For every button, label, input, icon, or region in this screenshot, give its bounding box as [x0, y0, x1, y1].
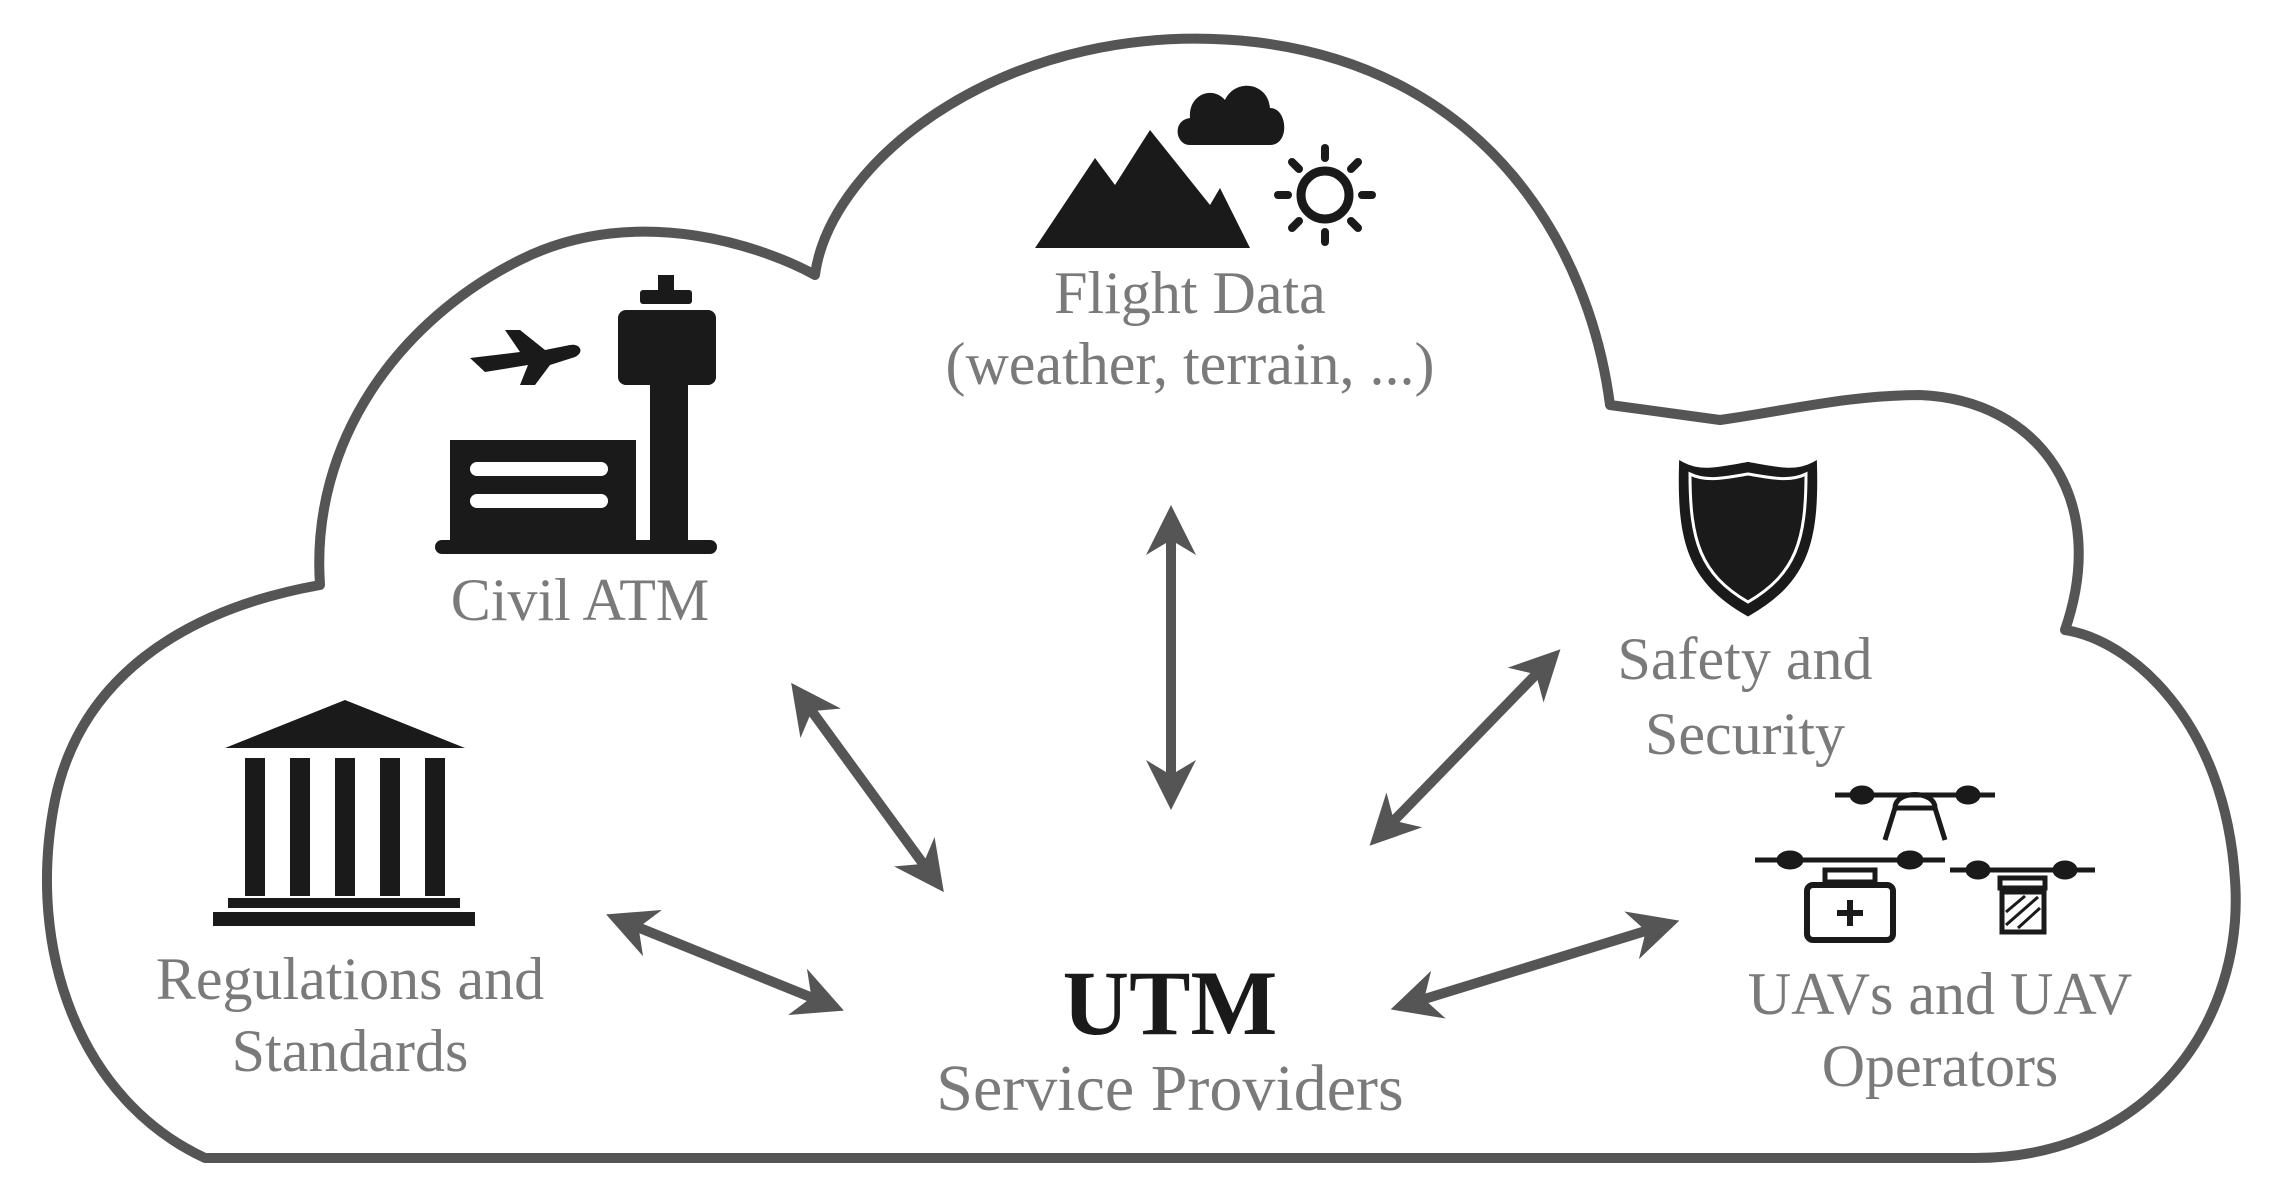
arrow-uavs — [1390, 911, 1680, 1019]
uavs-label: UAVs and UAV Operators — [1690, 958, 2190, 1102]
civil-atm-line1: Civil ATM — [450, 567, 710, 633]
drones-icon — [1755, 785, 2095, 943]
arrows — [606, 505, 1680, 1019]
arrow-civil-atm — [791, 682, 944, 893]
civil-atm-label: Civil ATM — [380, 565, 780, 636]
utm-subtitle: Service Providers — [936, 1052, 1404, 1125]
shield-icon — [1678, 459, 1818, 617]
flight-data-label: Flight Data (weather, terrain, ...) — [880, 258, 1500, 400]
regulations-label: Regulations and Standards — [100, 943, 600, 1087]
uavs-line2: Operators — [1821, 1033, 2059, 1099]
cloud-outline — [41, 33, 2241, 1163]
utm-title: UTM — [1062, 952, 1278, 1054]
flight-data-line2: (weather, terrain, ...) — [945, 330, 1435, 397]
safety-line2: Security — [1645, 701, 1845, 767]
regulations-line2: Standards — [231, 1018, 469, 1084]
flight-data-line1: Flight Data — [1054, 260, 1326, 326]
regulations-line1: Regulations and — [155, 946, 545, 1012]
mountain-cloud-sun-icon — [1035, 85, 1376, 248]
safety-line1: Safety and — [1617, 626, 1873, 692]
government-building-icon — [213, 700, 475, 926]
safety-label: Safety and Security — [1560, 622, 1930, 772]
uavs-line1: UAVs and UAV — [1747, 961, 2133, 1027]
arrow-safety — [1369, 649, 1561, 846]
arrow-regulations — [606, 909, 844, 1016]
airport-tower-icon — [435, 275, 717, 554]
